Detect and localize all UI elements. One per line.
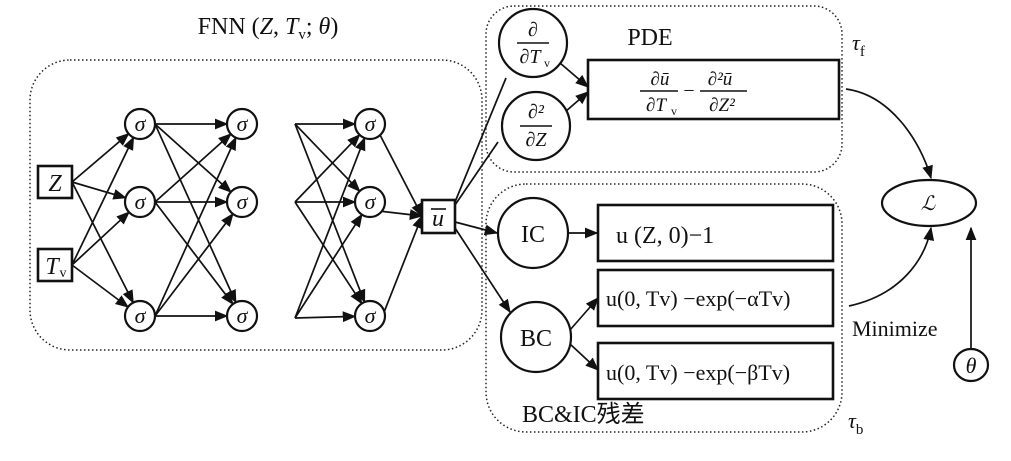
edge-input-hidden xyxy=(71,264,130,308)
edge-output-dtv xyxy=(454,77,507,203)
svg-text:σ: σ xyxy=(135,189,147,214)
bc-node: BC xyxy=(499,300,573,374)
svg-text:∂ū: ∂ū xyxy=(651,69,670,90)
hidden-node-sigma: σ xyxy=(225,185,259,219)
svg-text:−: − xyxy=(683,80,694,102)
edge-hidden-hidden xyxy=(154,133,232,203)
hidden-node-sigma: σ xyxy=(353,299,387,333)
svg-text:v: v xyxy=(544,56,550,70)
svg-text:∂Z: ∂Z xyxy=(525,129,547,151)
edge-fan-hidden xyxy=(294,201,363,305)
svg-text:ℒ: ℒ xyxy=(921,193,936,215)
edge-fan-hidden xyxy=(294,123,366,304)
hidden-node-sigma: σ xyxy=(353,185,387,219)
edge-output-bc xyxy=(454,227,511,314)
edge-bc-loss xyxy=(848,226,935,307)
theta-node: θ xyxy=(952,347,990,383)
hidden-node-sigma: σ xyxy=(353,107,387,141)
input-z-node: Z xyxy=(36,164,74,200)
svg-text:σ: σ xyxy=(365,189,377,214)
svg-text:∂T: ∂T xyxy=(646,95,667,116)
svg-text:u (Z, 0)−1: u (Z, 0)−1 xyxy=(616,223,714,249)
svg-text:σ: σ xyxy=(365,303,377,328)
hidden-node-sigma: σ xyxy=(225,299,259,333)
svg-text:u(0, Tv) −exp(−αTv): u(0, Tv) −exp(−αTv) xyxy=(606,286,790,311)
loss-node: ℒ xyxy=(880,178,978,228)
hidden-node-sigma: σ xyxy=(123,185,157,219)
edge-bc-residual-beta xyxy=(569,343,599,371)
svg-text:σ: σ xyxy=(135,303,147,328)
svg-text:v: v xyxy=(671,104,677,118)
edge-input-hidden xyxy=(71,181,127,200)
hidden-node-sigma: σ xyxy=(123,107,157,141)
svg-text:IC: IC xyxy=(521,222,545,248)
edge-output-dz2 xyxy=(454,141,499,206)
edge-pde-loss xyxy=(845,88,933,180)
svg-text:σ: σ xyxy=(237,303,249,328)
edge-hidden-hidden xyxy=(154,123,232,193)
edge-hidden-hidden xyxy=(154,212,234,317)
svg-text:u: u xyxy=(432,206,444,232)
edge-fan-hidden xyxy=(294,123,361,193)
edge-fan-hidden xyxy=(294,311,357,323)
svg-text:θ: θ xyxy=(966,353,977,378)
network-edges xyxy=(71,62,977,371)
edge-hidden-hidden xyxy=(154,201,234,306)
edge-input-hidden xyxy=(71,136,135,266)
edge-fan-hidden xyxy=(294,213,363,319)
edge-dz2-pde xyxy=(564,91,590,113)
svg-text:σ: σ xyxy=(365,111,377,136)
edge-input-hidden xyxy=(71,181,134,304)
hidden-node-sigma: σ xyxy=(123,299,157,333)
bc-ic-residual-title: BC&IC残差 xyxy=(522,401,645,428)
edge-hidden-hidden xyxy=(154,136,237,317)
bc-ic-region xyxy=(485,183,843,433)
input-tv-node: T v xyxy=(36,247,74,283)
pde-residual-box: ∂ū ∂T v − ∂²ū ∂Z² xyxy=(586,58,841,121)
pde-title: PDE xyxy=(627,25,672,51)
edge-hidden-output xyxy=(378,132,423,218)
svg-text:BC: BC xyxy=(520,326,552,352)
d2-dz-operator-node: ∂² ∂Z xyxy=(500,90,572,162)
tau-b-label: τb xyxy=(848,408,863,438)
edge-fan-hidden xyxy=(294,133,361,203)
edge-input-hidden xyxy=(71,211,130,266)
d-dtv-operator-node: ∂ ∂T v xyxy=(497,7,569,79)
svg-text:u(0, Tv) −exp(−βTv): u(0, Tv) −exp(−βTv) xyxy=(606,360,790,385)
bc-residual-box-beta: u(0, Tv) −exp(−βTv) xyxy=(596,341,835,401)
edge-fan-hidden xyxy=(294,136,366,319)
minimize-label: Minimize xyxy=(852,316,938,341)
ic-residual-box: u (Z, 0)−1 xyxy=(596,203,835,263)
output-u-node: u xyxy=(420,198,457,235)
edge-hidden-output xyxy=(378,209,424,220)
pde-region xyxy=(485,5,843,173)
svg-text:∂²ū: ∂²ū xyxy=(708,69,733,90)
tau-f-label: τf xyxy=(852,30,865,60)
svg-text:Z: Z xyxy=(48,171,62,197)
svg-text:∂²: ∂² xyxy=(528,101,545,123)
edge-hidden-output xyxy=(378,214,423,326)
fnn-title: FNN (Z, Tv; θ) xyxy=(198,14,339,43)
edge-dtv-pde xyxy=(559,62,590,88)
svg-text:∂: ∂ xyxy=(528,19,538,41)
ic-node: IC xyxy=(496,196,570,270)
svg-text:σ: σ xyxy=(135,111,147,136)
fnn-region xyxy=(29,59,483,351)
edge-input-hidden xyxy=(71,132,130,183)
svg-text:σ: σ xyxy=(237,111,249,136)
hidden-node-sigma: σ xyxy=(225,107,259,141)
svg-text:∂T: ∂T xyxy=(519,46,542,68)
edge-hidden-hidden xyxy=(154,123,237,304)
svg-text:σ: σ xyxy=(237,189,249,214)
svg-text:v: v xyxy=(60,266,67,281)
hidden-layers: σ σ σ σ σ σ σ σ σ xyxy=(123,107,387,333)
edge-output-ic xyxy=(454,221,499,236)
bc-residual-box-alpha: u(0, Tv) −exp(−αTv) xyxy=(596,268,835,328)
svg-text:∂Z²: ∂Z² xyxy=(709,95,735,116)
edge-bc-residual-alpha xyxy=(569,296,599,331)
svg-text:T: T xyxy=(45,254,60,280)
